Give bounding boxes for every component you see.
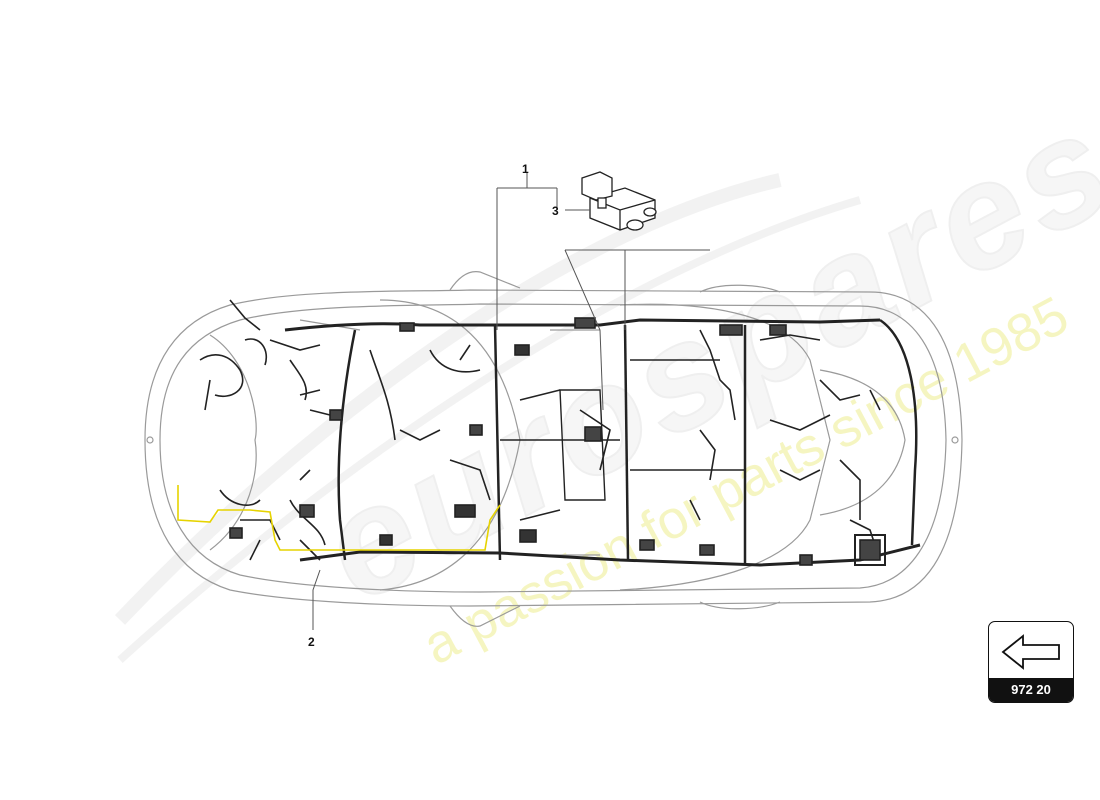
callout-3: 3 xyxy=(552,204,559,218)
left-arrow-icon[interactable] xyxy=(989,622,1073,680)
callout-2: 2 xyxy=(308,635,315,649)
reference-code: 972 20 xyxy=(989,678,1073,702)
watermark: eurospares a passion for parts since 198… xyxy=(114,76,1100,676)
module-component xyxy=(581,171,657,231)
callout-1: 1 xyxy=(522,162,529,176)
car-outline xyxy=(144,270,963,627)
highlighted-harness xyxy=(177,485,501,551)
watermark-swoosh xyxy=(114,173,862,663)
page-reference-box[interactable]: 972 20 xyxy=(988,621,1074,703)
watermark-brand-group: eurospares a passion for parts since 198… xyxy=(294,76,1100,676)
callout-leaders xyxy=(312,172,710,630)
wiring-harness xyxy=(199,299,921,567)
